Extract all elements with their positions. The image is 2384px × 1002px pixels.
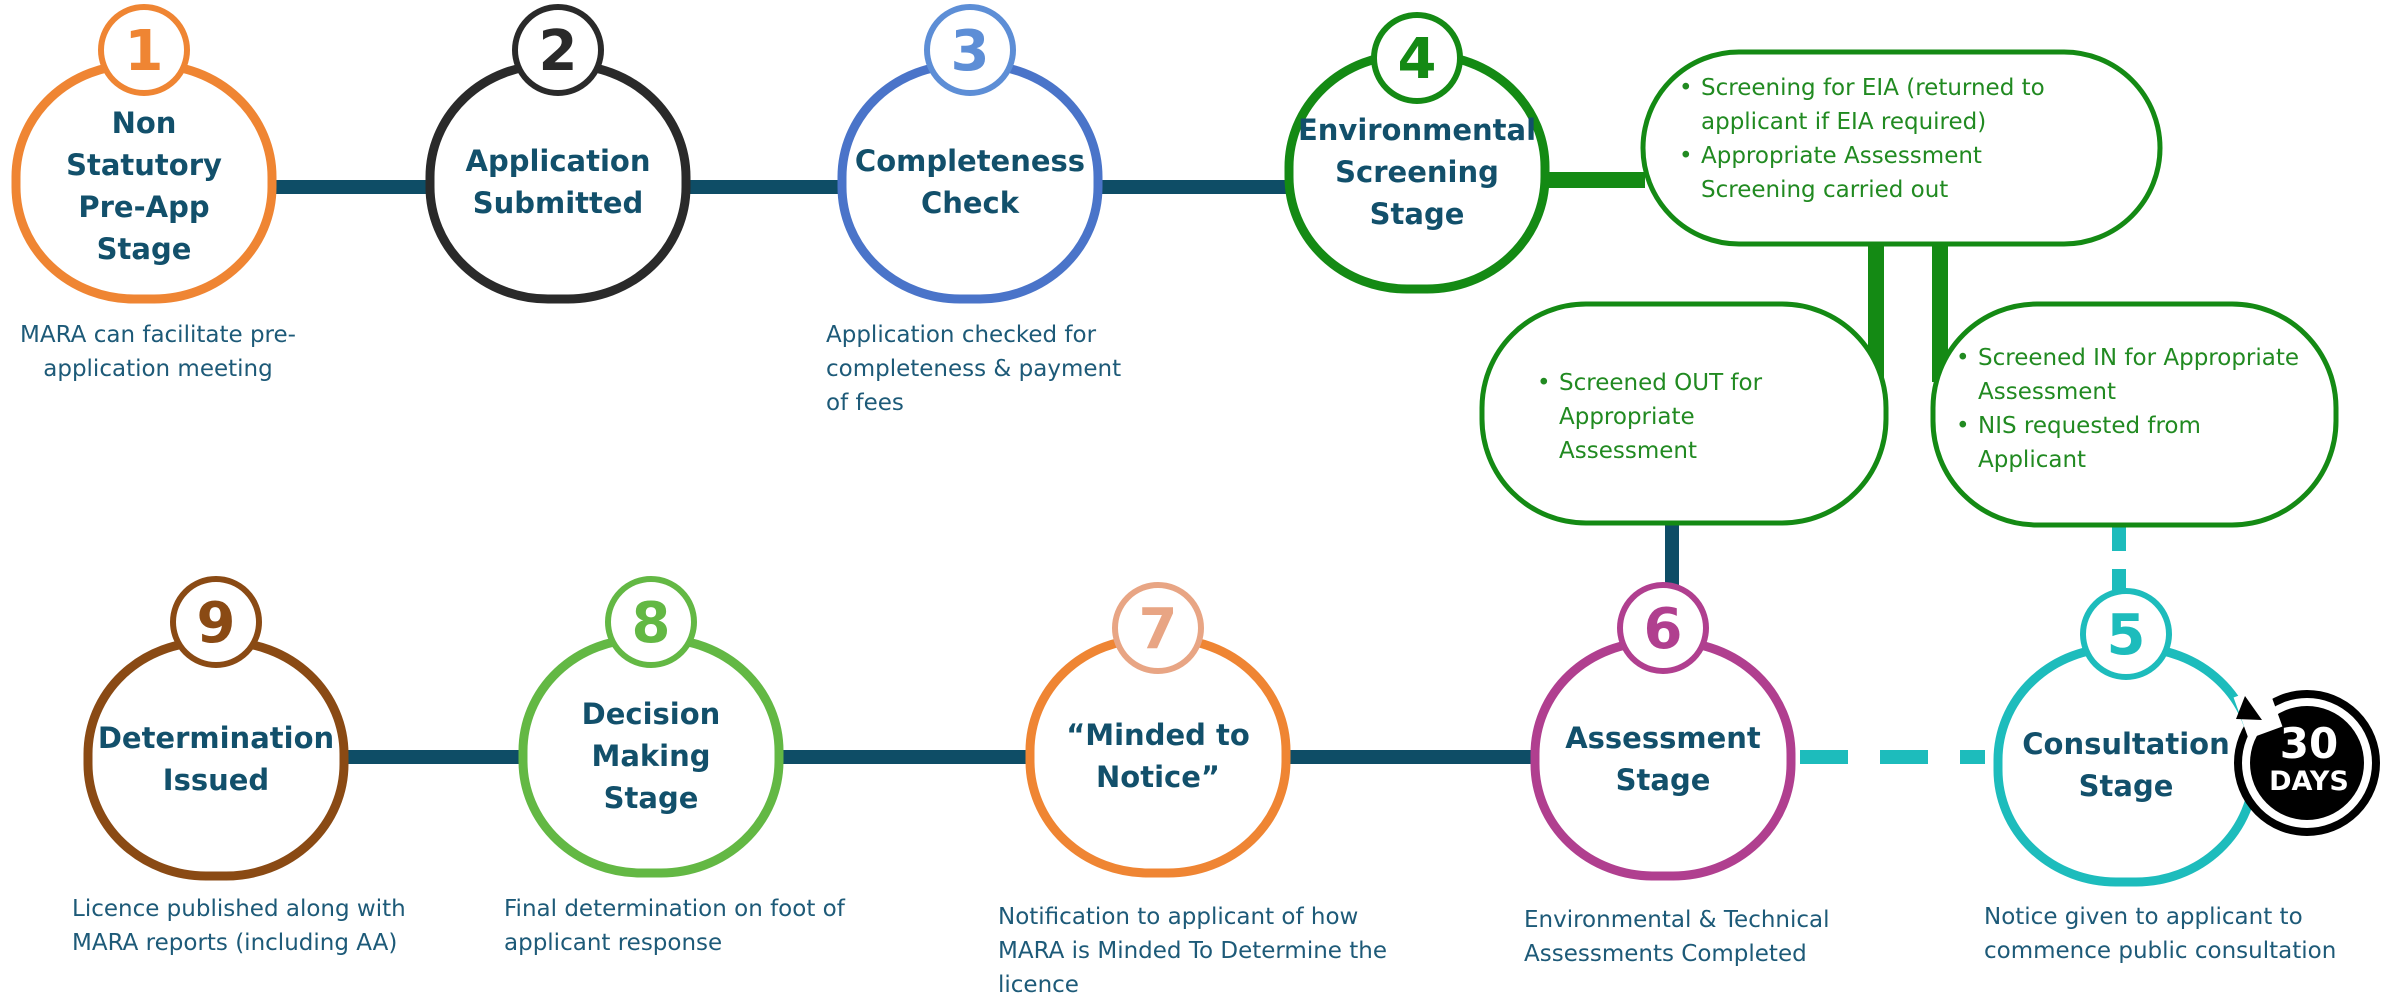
stage-5-title-line: Consultation bbox=[2022, 727, 2230, 761]
screening-top-list: Screening for EIA (returned to applicant… bbox=[1679, 71, 2079, 207]
stage-3-bubble bbox=[837, 60, 1103, 304]
badge-number: 30 bbox=[2280, 719, 2338, 768]
stage-2-bubble bbox=[425, 60, 691, 304]
stage-1-title-line: Non bbox=[112, 106, 177, 140]
stage-4-title-line: Screening bbox=[1335, 155, 1499, 189]
stage-7-title-line: “Minded to bbox=[1066, 718, 1250, 752]
stage-7-description: Notification to applicant of how MARA is… bbox=[998, 904, 1388, 998]
badge-label: DAYS bbox=[2269, 766, 2349, 797]
stage-1-title-line: Statutory bbox=[66, 148, 222, 182]
stage-5-description: Notice given to applicant to commence pu… bbox=[1984, 904, 2337, 964]
stage-6-title-line: Stage bbox=[1616, 763, 1711, 797]
stage-7-number: 7 bbox=[1139, 597, 1178, 662]
stage-2-title-line: Submitted bbox=[473, 186, 644, 220]
stage-5-number: 5 bbox=[2107, 603, 2146, 668]
stage-3-title-line: Completeness bbox=[855, 144, 1085, 178]
screening-top-item: Appropriate Assessment Screening carried… bbox=[1679, 139, 2079, 207]
screening-out-item: Screened OUT for Appropriate Assessment bbox=[1537, 366, 1837, 468]
stage-6-description: Environmental & Technical Assessments Co… bbox=[1524, 907, 1830, 967]
stage-9-description: Licence published along with MARA report… bbox=[72, 896, 406, 956]
stage-6-bubble bbox=[1530, 637, 1796, 881]
stage-5-bubble bbox=[1993, 643, 2259, 887]
stage-4-title-line: Stage bbox=[1370, 197, 1465, 231]
thirty-days-badge: 30 DAYS bbox=[2233, 685, 2380, 836]
stage-6-number: 6 bbox=[1644, 597, 1683, 662]
stage-1-number: 1 bbox=[125, 19, 164, 84]
screening-out-list: Screened OUT for Appropriate Assessment bbox=[1537, 366, 1837, 468]
stage-1-number-circle bbox=[98, 4, 190, 96]
connectors bbox=[268, 172, 2126, 764]
stage-4-number: 4 bbox=[1398, 27, 1437, 92]
stage-9-title-line: Issued bbox=[163, 763, 269, 797]
stage-4-title-line: Environmental bbox=[1298, 113, 1536, 147]
stage-5-number-circle bbox=[2080, 588, 2172, 680]
stage-3-number: 3 bbox=[951, 19, 990, 84]
stage-8-description: Final determination on foot of applicant… bbox=[504, 896, 845, 956]
stage-2-number: 2 bbox=[539, 19, 578, 84]
stage-5-title-line: Stage bbox=[2079, 769, 2174, 803]
badge-disc bbox=[2250, 706, 2364, 820]
stage-2-number-circle bbox=[512, 4, 604, 96]
stage-3-number-circle bbox=[924, 4, 1016, 96]
stage-7-bubble bbox=[1025, 634, 1291, 878]
stage-8-number: 8 bbox=[632, 591, 671, 656]
stage-1-title-line: Pre-App bbox=[78, 190, 209, 224]
stage-1-description: MARA can facilitate pre-application meet… bbox=[20, 322, 296, 382]
badge-arrow-icon bbox=[2236, 696, 2262, 720]
screening-in-item: Screened IN for Appropriate Assessment bbox=[1956, 341, 2316, 409]
screening-in-list: Screened IN for Appropriate Assessment N… bbox=[1956, 341, 2316, 477]
stage-9-title-line: Determination bbox=[98, 721, 334, 755]
stage-8-number-circle bbox=[605, 576, 697, 668]
stages: 1NonStatutoryPre-AppStage2ApplicationSub… bbox=[11, 4, 2259, 887]
screening-in-item: NIS requested from Applicant bbox=[1956, 409, 2316, 477]
stage-9-number-circle bbox=[170, 576, 262, 668]
stage-8-title-line: Decision bbox=[582, 697, 721, 731]
stage-9-number: 9 bbox=[197, 591, 236, 656]
stage-6-number-circle bbox=[1617, 582, 1709, 674]
stage-3-title-line: Check bbox=[921, 186, 1020, 220]
screening-top-item: Screening for EIA (returned to applicant… bbox=[1679, 71, 2079, 139]
stage-8-title-line: Stage bbox=[604, 781, 699, 815]
stage-8-title-line: Making bbox=[591, 739, 710, 773]
stage-4-number-circle bbox=[1371, 12, 1463, 104]
stage-7-number-circle bbox=[1112, 582, 1204, 674]
stage-3-description: Application checked for completeness & p… bbox=[826, 322, 1122, 416]
stage-7: 7 “Minded to Notice” bbox=[1025, 582, 1291, 878]
stage-9-bubble bbox=[83, 637, 349, 881]
stage-1-title-line: Stage bbox=[97, 232, 192, 266]
stage-2-title-line: Application bbox=[466, 144, 651, 178]
stage-7-title-line: Notice” bbox=[1096, 760, 1220, 794]
stage-6-title-line: Assessment bbox=[1565, 721, 1761, 755]
